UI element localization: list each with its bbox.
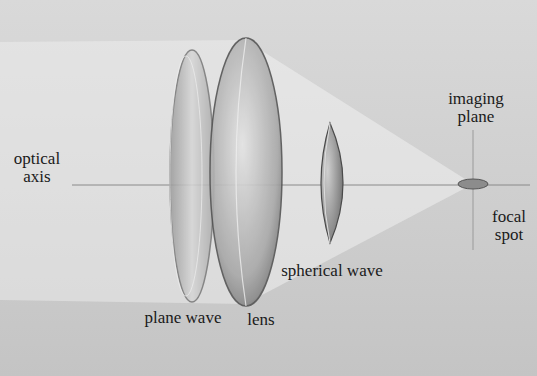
part-label: imaging plane <box>436 90 516 126</box>
part-label: plane wave <box>128 309 238 327</box>
part-label: spherical wave <box>272 262 392 280</box>
spherical-wave-cap <box>321 123 343 243</box>
part-label: focal spot <box>484 208 534 244</box>
plane-wave-disc <box>170 50 214 302</box>
lens-body <box>210 38 282 306</box>
plane-wave-rim <box>170 56 202 296</box>
lens-rim <box>236 38 246 306</box>
spherical-wave-rim <box>324 123 330 243</box>
collimated-beam <box>0 40 245 304</box>
part-label: lens <box>236 311 286 329</box>
imaging-plane-line <box>473 130 474 250</box>
part-label: optical axis <box>4 150 70 186</box>
focal-spot <box>458 179 488 189</box>
